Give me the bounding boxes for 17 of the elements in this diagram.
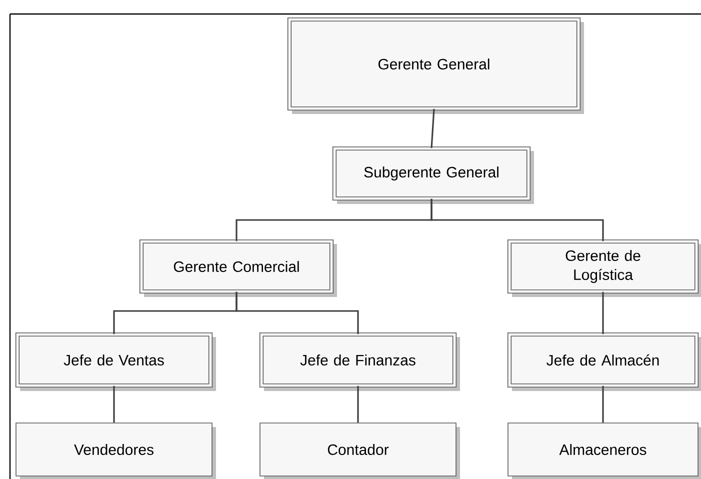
connector-line [602, 292, 604, 334]
position-box: Jefe de Finanzas [259, 332, 460, 391]
connector-line [357, 386, 359, 423]
position-box: Jefe de Almacén [507, 332, 701, 391]
connector-line [113, 386, 115, 423]
position-box: Subgerente General [332, 146, 534, 204]
position-box: Gerente Comercial [139, 239, 337, 297]
connector-line [430, 108, 435, 148]
connector-line [236, 292, 359, 334]
position-box: Gerente de Logística [507, 239, 701, 297]
position-box: Vendedores [16, 422, 216, 479]
position-box: Gerente General [287, 17, 584, 114]
connector-line [430, 198, 604, 242]
connector-line [602, 386, 604, 423]
position-box: Jefe de Ventas [15, 332, 216, 391]
position-box: Almaceneros [508, 422, 701, 479]
position-box: Contador [260, 422, 460, 479]
